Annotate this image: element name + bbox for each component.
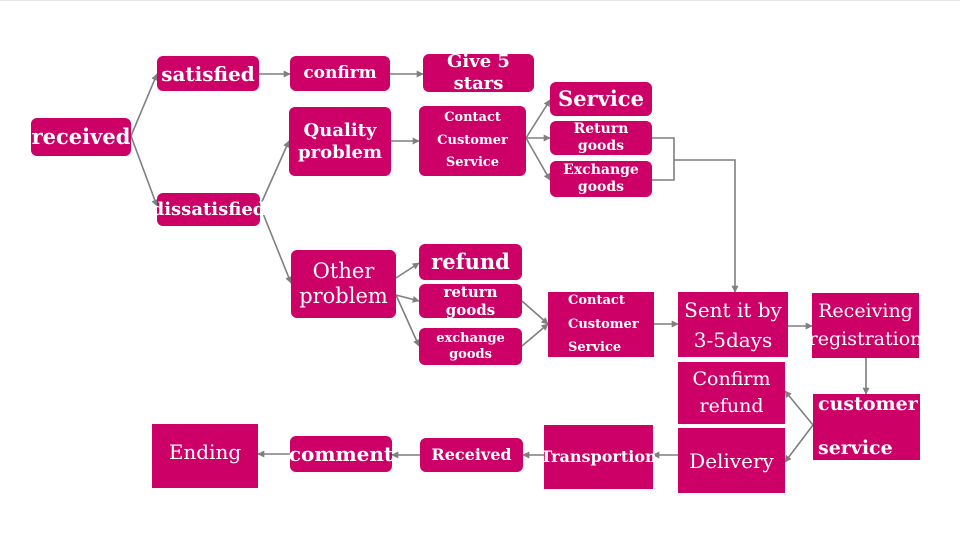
- edge-other-refund: [395, 262, 420, 279]
- node-refund-label: refund: [431, 249, 510, 275]
- edge-dissatisfied-quality: [259, 140, 290, 207]
- node-confirm: confirm: [290, 56, 390, 91]
- node-other-problem: Other problem: [291, 250, 396, 318]
- edge-contact1-service: [525, 99, 551, 139]
- node-comment: comment: [288, 436, 394, 472]
- node-confirm-refund: Confirm refund: [678, 362, 785, 424]
- node-other-problem-label: Other problem: [299, 258, 388, 308]
- node-dissatisfied-label: dissatisfied: [151, 198, 266, 220]
- node-received-2-label: Received: [431, 445, 512, 465]
- edge-custservice-delivery: [784, 424, 814, 463]
- node-exchange-goods-1: Exchange goods: [550, 161, 652, 197]
- node-confirm-label: confirm: [303, 63, 377, 84]
- node-return-goods-2: return goods: [419, 283, 522, 319]
- node-received: received: [31, 118, 131, 156]
- node-sent-by-3-5days: Sent it by 3-5days: [678, 292, 788, 357]
- node-transportion: Transportion: [540, 425, 657, 489]
- node-sent-by-3-5days-label: Sent it by 3-5days: [684, 297, 782, 352]
- edge-received-satisfied: [130, 73, 158, 137]
- edge-dissatisfied-other: [259, 205, 292, 284]
- node-ending: Ending: [152, 424, 258, 488]
- node-receiving-registration: Receiving registration: [809, 293, 922, 358]
- edge-other-return2: [395, 294, 420, 303]
- edge-return2-contact2: [521, 300, 549, 325]
- edge-custservice-confirmrefund: [784, 390, 814, 426]
- node-contact-customer-service-1: Contact Customer Service: [419, 106, 526, 176]
- node-exchange-goods-2: exchange goods: [419, 328, 522, 365]
- node-service: Service: [550, 82, 652, 116]
- node-contact-customer-service-1-label: Contact Customer Service: [437, 109, 508, 171]
- top-border: [0, 0, 960, 1]
- node-contact-customer-service-2: Contact Customer Service: [548, 292, 654, 357]
- node-confirm-refund-label: Confirm refund: [692, 368, 771, 417]
- node-receiving-registration-label: Receiving registration: [808, 299, 923, 350]
- edge-return1-bracket: [652, 137, 675, 181]
- edge-received-dissatisfied: [130, 135, 159, 207]
- node-exchange-goods-2-label: exchange goods: [436, 330, 505, 362]
- node-return-goods-1-label: Return goods: [573, 121, 629, 154]
- node-return-goods-2-label: return goods: [443, 283, 498, 319]
- edge-exchange2-contact2: [521, 323, 549, 347]
- node-transportion-label: Transportion: [540, 447, 657, 467]
- edge-contact1-exchange1: [525, 137, 551, 181]
- node-contact-customer-service-2-label: Contact Customer Service: [568, 293, 639, 356]
- node-comment-label: comment: [288, 442, 394, 466]
- node-return-goods-1: Return goods: [550, 121, 652, 155]
- node-delivery: Delivery: [678, 428, 785, 493]
- node-give5: Give 5 stars: [423, 51, 534, 94]
- node-received-label: received: [31, 124, 131, 150]
- node-exchange-goods-1-label: Exchange goods: [563, 162, 639, 195]
- node-received-2: Received: [420, 438, 523, 472]
- node-dissatisfied: dissatisfied: [152, 193, 265, 226]
- edge-bracket-sent: [674, 159, 739, 293]
- node-customer-service: customer service: [813, 393, 920, 460]
- node-customer-service-label: customer service: [818, 393, 918, 459]
- node-give5-label: Give 5 stars: [447, 51, 510, 94]
- node-ending-label: Ending: [168, 440, 242, 464]
- node-satisfied-label: satisfied: [161, 61, 255, 86]
- node-delivery-label: Delivery: [689, 448, 774, 473]
- node-satisfied: satisfied: [157, 56, 259, 91]
- node-refund: refund: [419, 244, 522, 280]
- node-quality-problem-label: Quality problem: [298, 119, 382, 163]
- edge-other-exchange2: [395, 294, 420, 347]
- node-quality-problem: Quality problem: [289, 107, 391, 176]
- node-service-label: Service: [558, 86, 644, 112]
